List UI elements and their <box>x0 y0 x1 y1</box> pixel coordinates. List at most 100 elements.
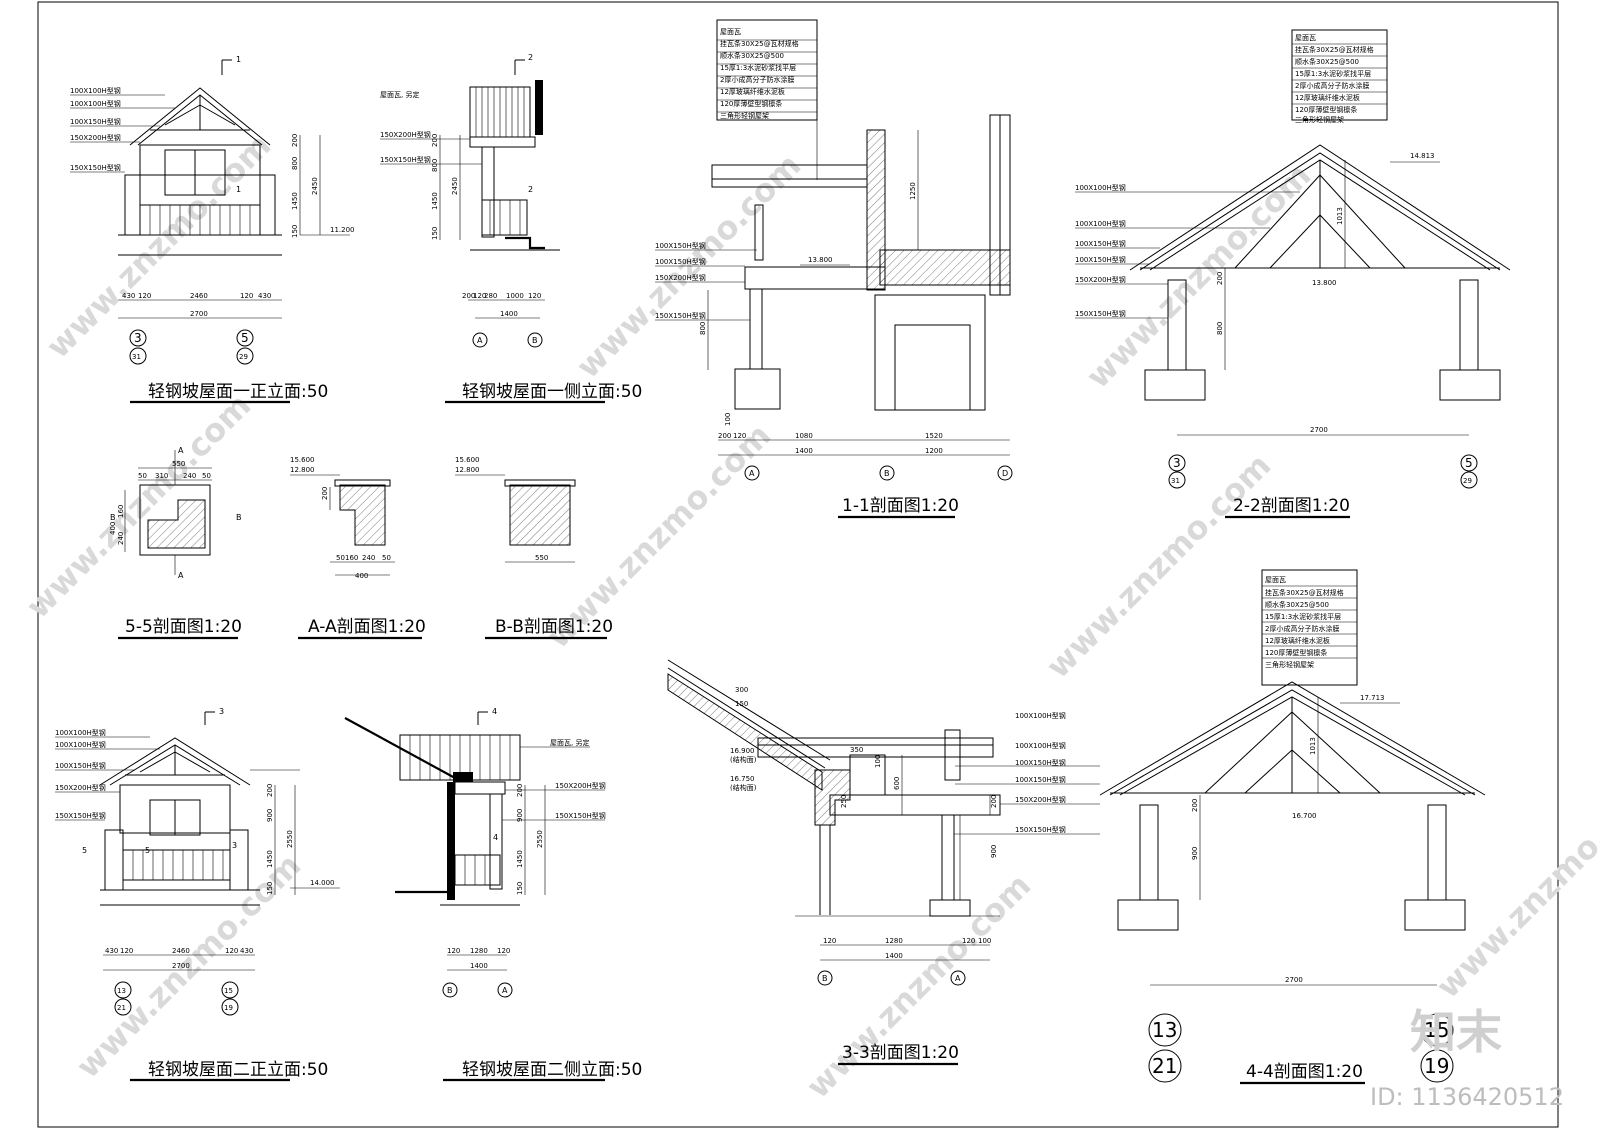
svg-text:19: 19 <box>224 1004 233 1012</box>
svg-text:1200: 1200 <box>925 447 943 455</box>
svg-text:29: 29 <box>1463 477 1472 485</box>
svg-text:120厚薄壁型钢檩条: 120厚薄壁型钢檩条 <box>1295 105 1357 114</box>
title-section-5-5: 5-5剖面图1:20 <box>125 617 242 637</box>
svg-text:2460: 2460 <box>172 947 190 955</box>
svg-text:120厚薄壁型钢檩条: 120厚薄壁型钢檩条 <box>1265 648 1327 657</box>
svg-text:www.znzmo.com: www.znzmo.com <box>799 866 1038 1105</box>
svg-text:400: 400 <box>109 522 117 535</box>
svg-text:120: 120 <box>240 292 253 300</box>
svg-text:4: 4 <box>493 833 498 842</box>
svg-text:A: A <box>502 986 508 995</box>
svg-text:2: 2 <box>528 185 533 194</box>
svg-text:屋面瓦: 屋面瓦 <box>1295 34 1316 42</box>
svg-text:200: 200 <box>718 432 731 440</box>
svg-text:1013: 1013 <box>1336 207 1344 225</box>
svg-text:800: 800 <box>291 157 299 170</box>
svg-text:150: 150 <box>291 225 299 238</box>
svg-text:3: 3 <box>1173 456 1181 470</box>
svg-text:15.600: 15.600 <box>290 456 315 464</box>
svg-text:150X150H型钢: 150X150H型钢 <box>55 811 106 820</box>
svg-text:14.000: 14.000 <box>310 879 335 887</box>
svg-text:200: 200 <box>431 134 439 147</box>
title-section-1-1: 1-1剖面图1:20 <box>842 496 959 516</box>
svg-text:550: 550 <box>535 554 548 562</box>
svg-text:3: 3 <box>232 841 237 850</box>
svg-text:B: B <box>822 974 828 983</box>
svg-text:100: 100 <box>978 937 991 945</box>
svg-text:顺水条30X25@500: 顺水条30X25@500 <box>720 51 784 60</box>
svg-text:4: 4 <box>492 707 497 716</box>
svg-text:3: 3 <box>219 707 224 716</box>
svg-text:550: 550 <box>172 460 185 468</box>
section-4-4: 屋面瓦 挂瓦条30X25@瓦材规格 顺水条30X25@500 15厚1:3水泥砂… <box>1099 569 1486 1083</box>
svg-text:挂瓦条30X25@瓦材规格: 挂瓦条30X25@瓦材规格 <box>720 39 799 48</box>
svg-text:240: 240 <box>362 554 375 562</box>
svg-text:A: A <box>178 446 184 455</box>
svg-text:17.713: 17.713 <box>1360 694 1385 702</box>
svg-text:100X150H型钢: 100X150H型钢 <box>655 241 706 250</box>
svg-text:www.znzmo.com: www.znzmo.com <box>39 126 278 365</box>
title-elev-2-side: 轻钢坡屋面二侧立面:50 <box>462 1060 642 1080</box>
svg-text:B: B <box>236 513 242 522</box>
svg-text:150X150H型钢: 150X150H型钢 <box>555 811 606 820</box>
svg-text:600: 600 <box>893 777 901 790</box>
svg-text:1250: 1250 <box>909 182 917 200</box>
svg-text:3: 3 <box>134 331 142 345</box>
svg-text:14.813: 14.813 <box>1410 152 1435 160</box>
svg-text:100: 100 <box>874 755 882 768</box>
svg-text:13.800: 13.800 <box>1312 279 1337 287</box>
svg-text:1013: 1013 <box>1309 737 1317 755</box>
svg-text:50: 50 <box>202 472 211 480</box>
svg-text:280: 280 <box>484 292 497 300</box>
svg-text:屋面瓦: 屋面瓦 <box>720 28 741 36</box>
svg-text:5: 5 <box>145 846 150 855</box>
svg-text:100X100H型钢: 100X100H型钢 <box>1075 219 1126 228</box>
svg-text:2550: 2550 <box>536 830 544 848</box>
svg-text:挂瓦条30X25@瓦材规格: 挂瓦条30X25@瓦材规格 <box>1265 588 1344 597</box>
svg-text:150X150H型钢: 150X150H型钢 <box>380 155 431 164</box>
svg-text:200: 200 <box>291 134 299 147</box>
svg-text:29: 29 <box>239 353 248 361</box>
svg-text:250: 250 <box>840 795 848 808</box>
svg-text:A: A <box>955 974 961 983</box>
svg-text:15.600: 15.600 <box>455 456 480 464</box>
svg-text:900: 900 <box>266 809 274 822</box>
svg-text:150X200H型钢: 150X200H型钢 <box>1015 795 1066 804</box>
svg-text:200: 200 <box>321 487 329 500</box>
svg-text:120: 120 <box>733 432 746 440</box>
svg-text:屋面瓦: 屋面瓦 <box>1265 576 1286 584</box>
svg-text:1280: 1280 <box>470 947 488 955</box>
title-elev-1-front: 轻钢坡屋面一正立面:50 <box>148 382 328 402</box>
svg-text:屋面瓦, 另定: 屋面瓦, 另定 <box>550 738 589 747</box>
svg-text:2460: 2460 <box>190 292 208 300</box>
brand-logo: 知末 <box>1410 1005 1502 1059</box>
title-elev-2-front: 轻钢坡屋面二正立面:50 <box>148 1060 328 1080</box>
svg-text:120厚薄壁型钢檩条: 120厚薄壁型钢檩条 <box>720 99 782 108</box>
svg-text:(结构面): (结构面) <box>730 783 757 792</box>
svg-text:B: B <box>110 513 116 522</box>
svg-text:www.znzmo.com: www.znzmo.com <box>19 386 258 625</box>
svg-text:100X100H型钢: 100X100H型钢 <box>55 740 106 749</box>
svg-text:11.200: 11.200 <box>330 226 355 234</box>
svg-text:350: 350 <box>850 746 863 754</box>
svg-text:100X100H型钢: 100X100H型钢 <box>1015 741 1066 750</box>
svg-text:16.750: 16.750 <box>730 775 755 783</box>
title-section-2-2: 2-2剖面图1:20 <box>1233 496 1350 516</box>
svg-text:三角形轻钢屋架: 三角形轻钢屋架 <box>1265 660 1314 669</box>
section-5-5: A A B B 550 50 310 240 50 400 160 240 <box>109 446 242 580</box>
elevation-2-front: 3 3 5 5 100X100H型钢 100X100H型钢 100X150H型钢… <box>55 707 340 1016</box>
svg-text:800: 800 <box>1216 322 1224 335</box>
svg-text:B: B <box>447 986 453 995</box>
svg-text:5: 5 <box>1465 456 1473 470</box>
svg-text:120: 120 <box>138 292 151 300</box>
svg-text:150: 150 <box>516 882 524 895</box>
svg-text:150X150H型钢: 150X150H型钢 <box>70 163 121 172</box>
svg-text:16.700: 16.700 <box>1292 812 1317 820</box>
svg-text:100X150H型钢: 100X150H型钢 <box>655 257 706 266</box>
svg-text:1280: 1280 <box>885 937 903 945</box>
elevation-1-side: 2 2 屋面瓦, 另定 150X200H型钢 150X150H型钢 200 80… <box>380 53 560 348</box>
svg-text:100X100H型钢: 100X100H型钢 <box>70 86 121 95</box>
svg-text:120: 120 <box>497 947 510 955</box>
svg-text:300: 300 <box>735 686 748 694</box>
svg-text:50: 50 <box>138 472 147 480</box>
